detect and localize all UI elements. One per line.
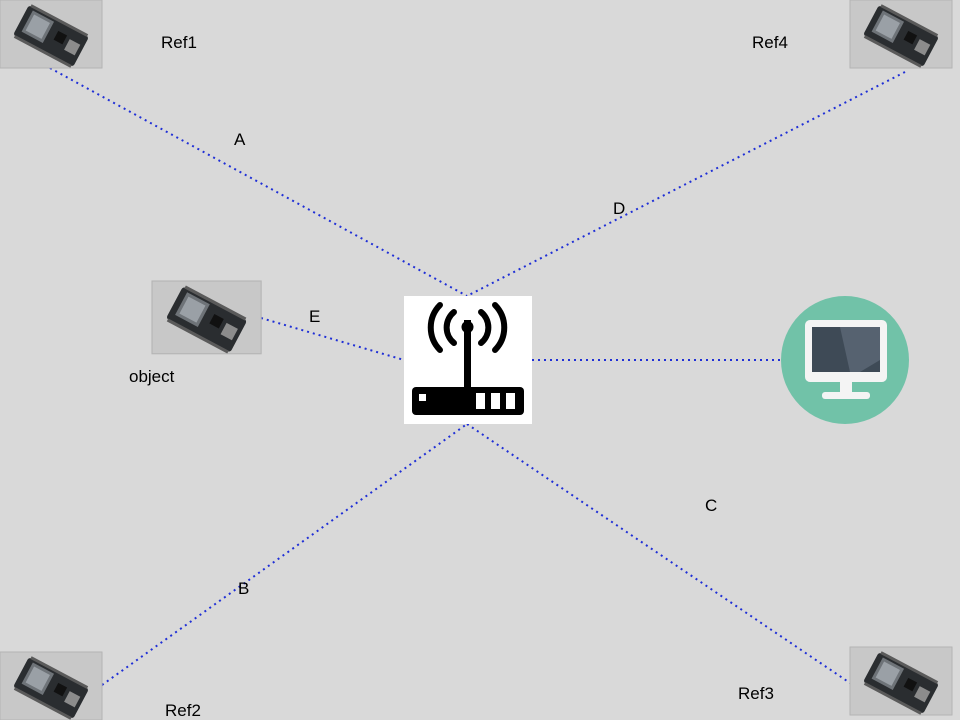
wifi-router-icon bbox=[404, 296, 532, 424]
link-b-label: B bbox=[238, 579, 249, 598]
ref4-board-icon bbox=[849, 0, 953, 70]
link-c-line bbox=[466, 423, 851, 684]
ref1-board-icon bbox=[0, 0, 103, 70]
monitor-icon bbox=[781, 296, 909, 424]
ref2-label: Ref2 bbox=[165, 701, 201, 720]
object-label: object bbox=[129, 367, 175, 386]
link-e-line bbox=[260, 317, 405, 361]
link-e-label: E bbox=[309, 307, 320, 326]
ref2-board-icon bbox=[0, 651, 103, 720]
link-a-line bbox=[49, 67, 468, 297]
link-d-line bbox=[466, 71, 906, 297]
link-a-label: A bbox=[234, 130, 246, 149]
link-d-label: D bbox=[613, 199, 625, 218]
ref3-label: Ref3 bbox=[738, 684, 774, 703]
link-c-label: C bbox=[705, 496, 717, 515]
object-board-icon bbox=[151, 280, 262, 356]
ref4-label: Ref4 bbox=[752, 33, 788, 52]
ref1-label: Ref1 bbox=[161, 33, 197, 52]
link-b-line bbox=[101, 423, 468, 686]
ref3-board-icon bbox=[849, 646, 953, 717]
